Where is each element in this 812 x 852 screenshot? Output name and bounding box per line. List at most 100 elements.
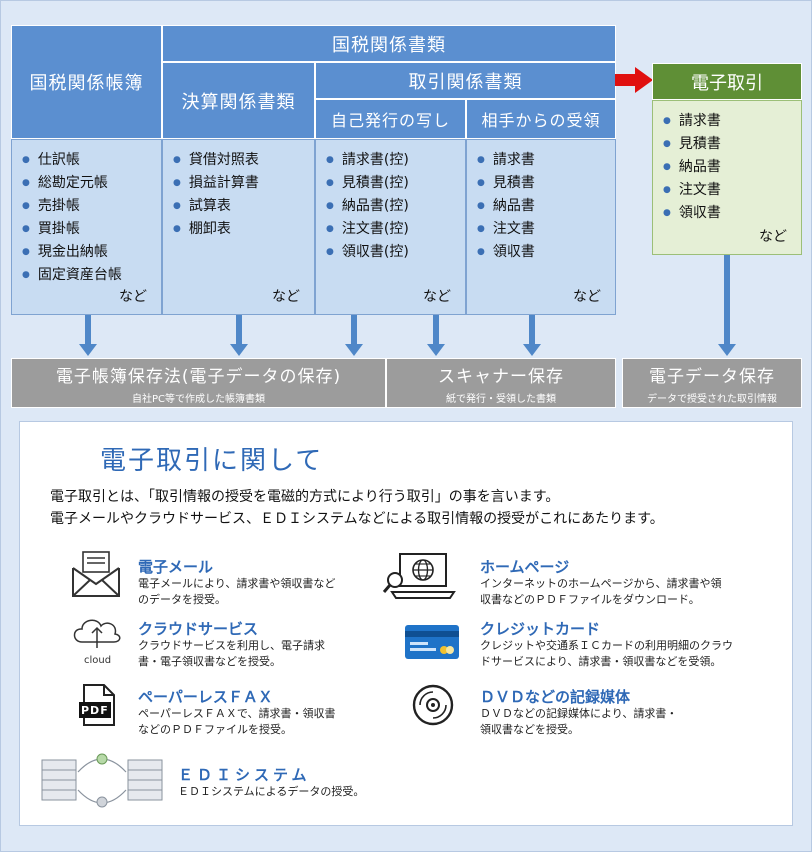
arrow-down-icon — [230, 344, 248, 356]
arrow-line — [351, 315, 357, 345]
header-denshi-label: 電子取引 — [691, 72, 763, 94]
laptop-globe-icon — [382, 553, 456, 599]
credit-card-icon — [405, 625, 459, 659]
item-fax-title: ペーパーレスＦＡＸ — [138, 688, 273, 706]
item-cloud-desc-2: 書・電子領収書などを授受。 — [138, 655, 281, 668]
item-credit-desc-2: ドサービスにより、請求書・領収書などを受領。 — [480, 655, 722, 668]
header-kessan-label: 決算関係書類 — [181, 91, 296, 113]
list-item: 総勘定元帳 — [22, 173, 161, 196]
storage-data-sub: データで授受された取引情報 — [647, 393, 777, 405]
pdf-icon-label: PDF — [81, 704, 109, 717]
item-dvd-desc-2: 領収書などを授受。 — [480, 723, 579, 736]
list-denshi: 請求書 見積書 納品書 注文書 領収書 など — [652, 100, 802, 255]
item-homepage-desc-2: 収書などのＰＤＦファイルをダウンロード。 — [480, 593, 700, 606]
list-item: 固定資産台帳 — [22, 265, 161, 288]
list-item: 貸借対照表 — [173, 150, 314, 173]
header-kessan: 決算関係書類 — [162, 62, 315, 139]
info-panel: 電子取引に関して 電子取引とは、「取引情報の授受を電磁的方式により行う取引」の事… — [19, 421, 793, 826]
item-homepage-desc-1: インターネットのホームページから、請求書や領 — [480, 577, 722, 590]
list-item: 納品書 — [663, 157, 801, 180]
list-item: 納品書(控) — [326, 196, 465, 219]
list-item: 注文書(控) — [326, 219, 465, 242]
nado-label: など — [573, 289, 601, 305]
nado-label: など — [272, 289, 300, 305]
arrow-down-icon — [345, 344, 363, 356]
list-item: 仕訳帳 — [22, 150, 161, 173]
nado-label: など — [759, 229, 787, 245]
item-homepage-title: ホームページ — [480, 558, 570, 576]
section-title: 電子取引に関して — [100, 446, 324, 476]
list-item: 領収書(控) — [326, 242, 465, 265]
list-item: 納品書 — [477, 196, 615, 219]
header-torihiki: 取引関係書類 — [315, 62, 616, 99]
header-jiko: 自己発行の写し — [315, 99, 466, 139]
list-aite: 請求書 見積書 納品書 注文書 領収書 など — [466, 139, 616, 315]
item-dvd-title: ＤＶＤなどの記録媒体 — [480, 688, 631, 706]
storage-data-box: 電子データ保存 データで授受された取引情報 — [622, 358, 802, 408]
dvd-disc-icon — [412, 684, 454, 726]
storage-law-sub: 自社PC等で作成した帳簿書類 — [131, 393, 265, 405]
list-item: 試算表 — [173, 196, 314, 219]
header-kokuzei-shorui: 国税関係書類 — [162, 25, 616, 62]
header-kokuzei-shorui-label: 国税関係書類 — [332, 34, 446, 56]
red-arrow-icon — [615, 67, 653, 93]
nado-label: など — [119, 289, 147, 305]
list-item: 注文書 — [663, 180, 801, 203]
header-kokuzei-choubo-label: 国税関係帳簿 — [29, 73, 144, 94]
list-item: 現金出納帳 — [22, 242, 161, 265]
item-fax-desc-2: などのＰＤＦファイルを授受。 — [138, 723, 292, 736]
storage-law-title: 電子帳簿保存法(電子データの保存) — [55, 366, 342, 387]
cloud-icon — [73, 619, 121, 648]
storage-scanner-box: スキャナー保存 紙で発行・受領した書類 — [386, 358, 616, 408]
list-item: 請求書(控) — [326, 150, 465, 173]
item-email-title: 電子メール — [138, 558, 214, 576]
list-item: 注文書 — [477, 219, 615, 242]
item-credit-title: クレジットカード — [480, 620, 601, 638]
cloud-icon-label: cloud — [84, 655, 112, 666]
section-intro-2: 電子メールやクラウドサービス、ＥＤＩシステムなどによる取引情報の授受がこれにあた… — [50, 511, 664, 527]
header-jiko-label: 自己発行の写し — [330, 111, 450, 130]
arrow-line — [85, 315, 91, 345]
arrow-down-icon — [427, 344, 445, 356]
header-torihiki-label: 取引関係書類 — [408, 71, 523, 93]
list-item: 見積書(控) — [326, 173, 465, 196]
item-email-desc-2: のデータを授受。 — [138, 593, 226, 606]
header-aite-label: 相手からの受領 — [481, 111, 601, 130]
item-edi-title: ＥＤＩシステム — [178, 766, 311, 784]
storage-scanner-sub: 紙で発行・受領した書類 — [446, 393, 556, 405]
arrow-line — [236, 315, 242, 345]
list-item: 領収書 — [477, 242, 615, 265]
list-item: 領収書 — [663, 203, 801, 226]
list-item: 損益計算書 — [173, 173, 314, 196]
pdf-icon — [79, 684, 115, 726]
arrow-down-icon — [523, 344, 541, 356]
list-item: 見積書 — [477, 173, 615, 196]
arrow-line — [724, 255, 730, 345]
arrow-line — [529, 315, 535, 345]
item-dvd-desc-1: ＤＶＤなどの記録媒体により、請求書・ — [480, 707, 678, 720]
section-intro-1: 電子取引とは、「取引情報の授受を電磁的方式により行う取引」の事を言います。 — [50, 489, 560, 505]
header-denshi: 電子取引 — [652, 63, 802, 100]
storage-law-box: 電子帳簿保存法(電子データの保存) 自社PC等で作成した帳簿書類 — [11, 358, 386, 408]
list-item: 見積書 — [663, 134, 801, 157]
list-kessan: 貸借対照表 損益計算書 試算表 棚卸表 など — [162, 139, 315, 315]
list-item: 請求書 — [477, 150, 615, 173]
list-choubo: 仕訳帳 総勘定元帳 売掛帳 買掛帳 現金出納帳 固定資産台帳 など — [11, 139, 162, 315]
edi-servers-icon — [41, 753, 163, 808]
item-credit-desc-1: クレジットや交通系ＩＣカードの利用明細のクラウ — [480, 639, 733, 652]
item-edi-desc-1: ＥＤＩシステムによるデータの授受。 — [178, 785, 365, 798]
arrow-down-icon — [718, 344, 736, 356]
nado-label: など — [423, 289, 451, 305]
item-cloud-title: クラウドサービス — [138, 620, 259, 638]
item-email-desc-1: 電子メールにより、請求書や領収書など — [138, 577, 336, 590]
list-item: 棚卸表 — [173, 219, 314, 242]
list-item: 売掛帳 — [22, 196, 161, 219]
storage-scanner-title: スキャナー保存 — [438, 366, 564, 387]
header-kokuzei-choubo: 国税関係帳簿 — [11, 25, 162, 139]
item-fax-desc-1: ペーパーレスＦＡＸで、請求書・領収書 — [138, 707, 336, 720]
list-item: 買掛帳 — [22, 219, 161, 242]
envelope-icon — [72, 551, 120, 597]
arrow-down-icon — [79, 344, 97, 356]
arrow-line — [433, 315, 439, 345]
